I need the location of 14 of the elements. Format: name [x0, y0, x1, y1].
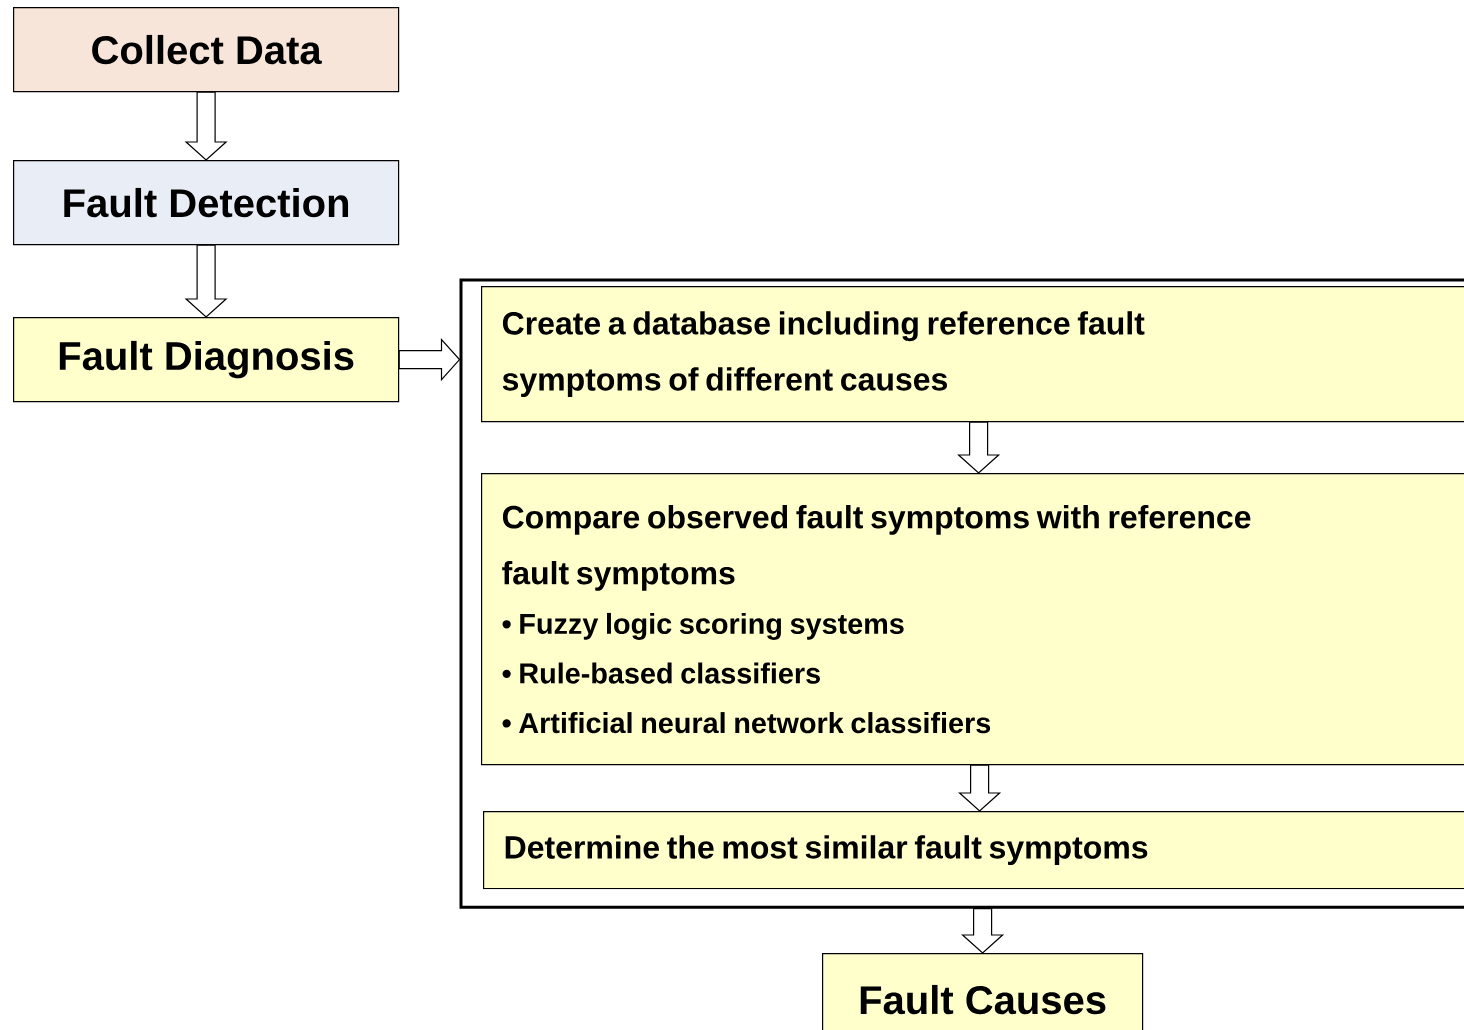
process-box: Fault Diagnosis	[13, 317, 400, 403]
process-box: Fault Causes	[822, 953, 1144, 1030]
process-box: Collect Data	[13, 7, 400, 93]
arrow	[957, 421, 1001, 474]
arrow	[961, 908, 1005, 954]
process-box: Determine the most similar fault symptoms	[483, 811, 1464, 890]
process-box: Compare observed fault symptoms with reference fault symptoms • Fuzzy logic scoring systems • Rule-based classifiers • Artificial neural network classifiers	[481, 473, 1464, 766]
arrow	[958, 764, 1002, 812]
process-box: Fault Detection	[13, 160, 400, 246]
arrow	[184, 91, 228, 161]
group-frame	[459, 278, 1464, 909]
arrow	[398, 338, 461, 382]
process-box: Create a database including reference fault symptoms of different causes	[481, 286, 1464, 423]
arrow	[184, 244, 228, 318]
